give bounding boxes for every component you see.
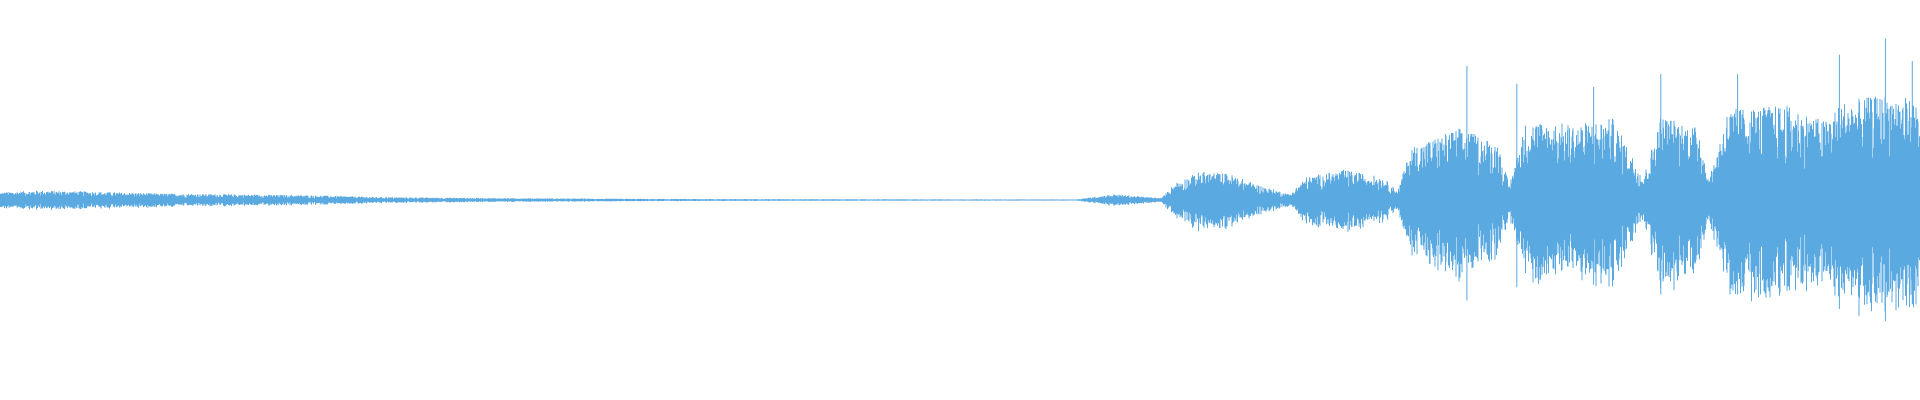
waveform-trace bbox=[0, 38, 1920, 322]
